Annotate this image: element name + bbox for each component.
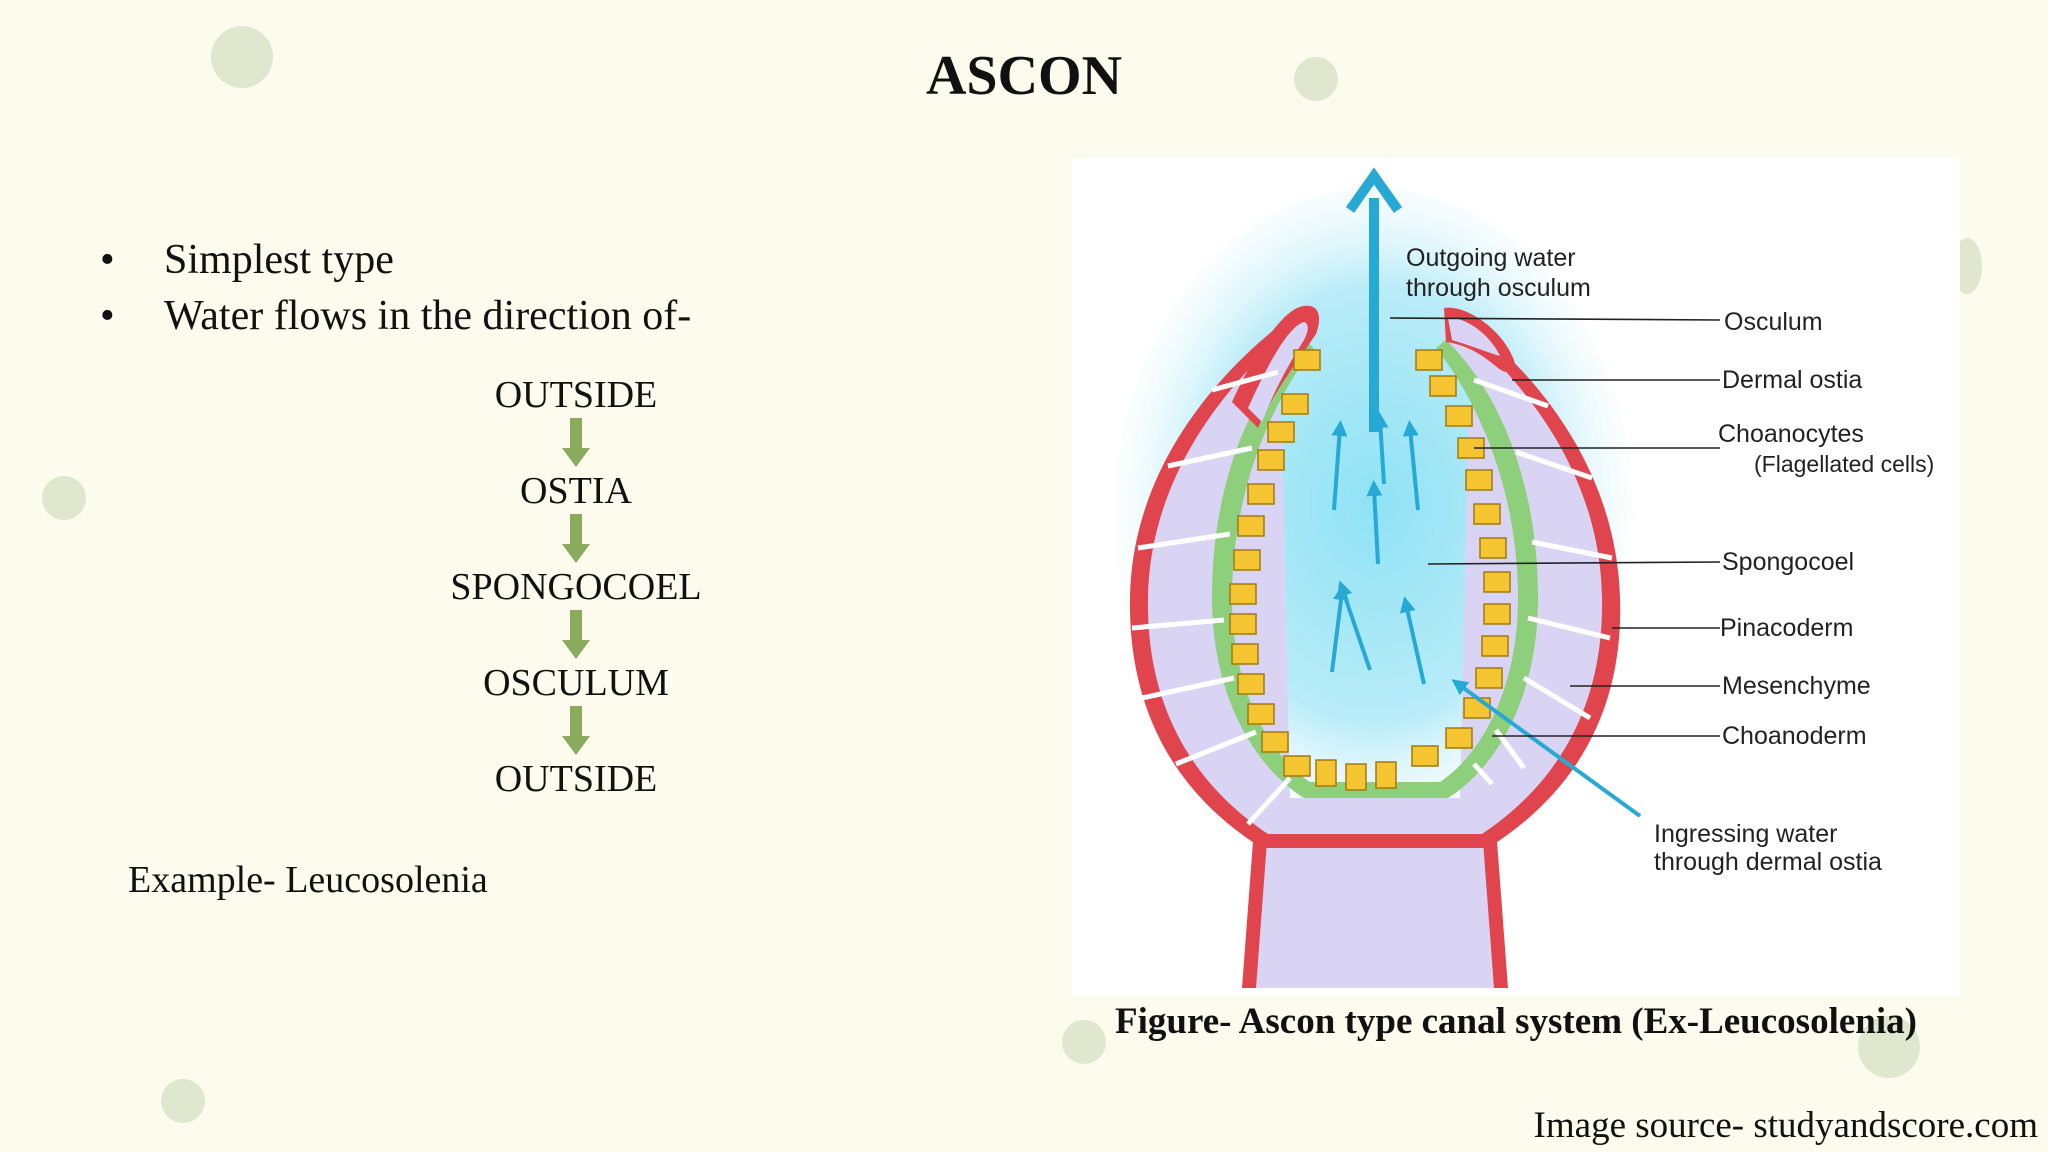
outgoing-water-label: through osculum <box>1406 274 1591 302</box>
bullet-item: • Water flows in the direction of- <box>100 288 691 344</box>
osculum-lip <box>1448 317 1500 356</box>
decor-dot <box>1858 1016 1920 1078</box>
down-arrow-icon <box>562 610 590 659</box>
bullet-marker: • <box>100 293 115 339</box>
image-source: Image source- studyandscore.com <box>1533 1105 2038 1146</box>
decor-dot <box>161 1079 205 1123</box>
stalk-pinacoderm <box>1242 828 1268 988</box>
choanoderm-label: Choanoderm <box>1722 722 1867 750</box>
flow-step: OUTSIDE <box>494 758 658 800</box>
dermal-ostia <box>1131 369 1613 826</box>
ascon-figure: Outgoing water through osculum Osculum D… <box>1072 158 1960 996</box>
bullet-marker: • <box>100 237 115 283</box>
bullet-item: • Simplest type <box>100 232 691 288</box>
ingressing-water-label: Ingressing water <box>1654 820 1837 848</box>
slide-title: ASCON <box>925 45 1123 107</box>
decor-dot <box>1062 1020 1106 1064</box>
up-arrow-icon <box>1345 167 1403 213</box>
osculum-label: Osculum <box>1724 308 1823 336</box>
down-arrow-icon <box>562 514 590 563</box>
flow-step: OSCULUM <box>483 662 669 704</box>
pinacoderm-label: Pinacoderm <box>1720 614 1853 642</box>
ingressing-water-label: through dermal ostia <box>1654 848 1882 876</box>
spongocoel-label: Spongocoel <box>1722 548 1854 576</box>
flagellated-cells-label: (Flagellated cells) <box>1754 451 1934 477</box>
water-flow-sequence: OUTSIDE OSTIA SPONGOCOEL OSCULUM OUTSIDE <box>426 372 726 802</box>
example-text: Example- Leucosolenia <box>128 859 488 901</box>
choanocyte-cells <box>1229 349 1511 791</box>
down-arrow-icon <box>562 418 590 467</box>
ascon-diagram: Outgoing water through osculum Osculum D… <box>1114 167 1934 988</box>
mesenchyme-label: Mesenchyme <box>1722 672 1871 700</box>
dermal-ostia-label: Dermal ostia <box>1722 366 1862 394</box>
decor-dot <box>1294 57 1338 101</box>
bullet-list: • Simplest type • Water flows in the direc… <box>100 232 691 344</box>
bullet-text: Simplest type <box>164 237 394 283</box>
label-leaders <box>1389 317 1721 737</box>
decor-dot <box>211 26 273 88</box>
flow-step: OSTIA <box>520 470 632 512</box>
down-arrow-icon <box>562 706 590 755</box>
decor-dot <box>42 476 86 520</box>
flow-step: SPONGOCOEL <box>450 566 702 608</box>
bullet-text: Water flows in the direction of- <box>164 293 692 339</box>
choanocytes-label: Choanocytes <box>1718 420 1864 448</box>
figure-caption: Figure- Ascon type canal system (Ex-Leuc… <box>1115 1001 1917 1042</box>
water-flow-arrows <box>1330 412 1642 818</box>
flow-step: OUTSIDE <box>494 374 658 416</box>
outgoing-water-label: Outgoing water <box>1406 244 1576 272</box>
stalk-pinacoderm <box>1482 828 1508 988</box>
sponge-stalk <box>1254 828 1496 988</box>
